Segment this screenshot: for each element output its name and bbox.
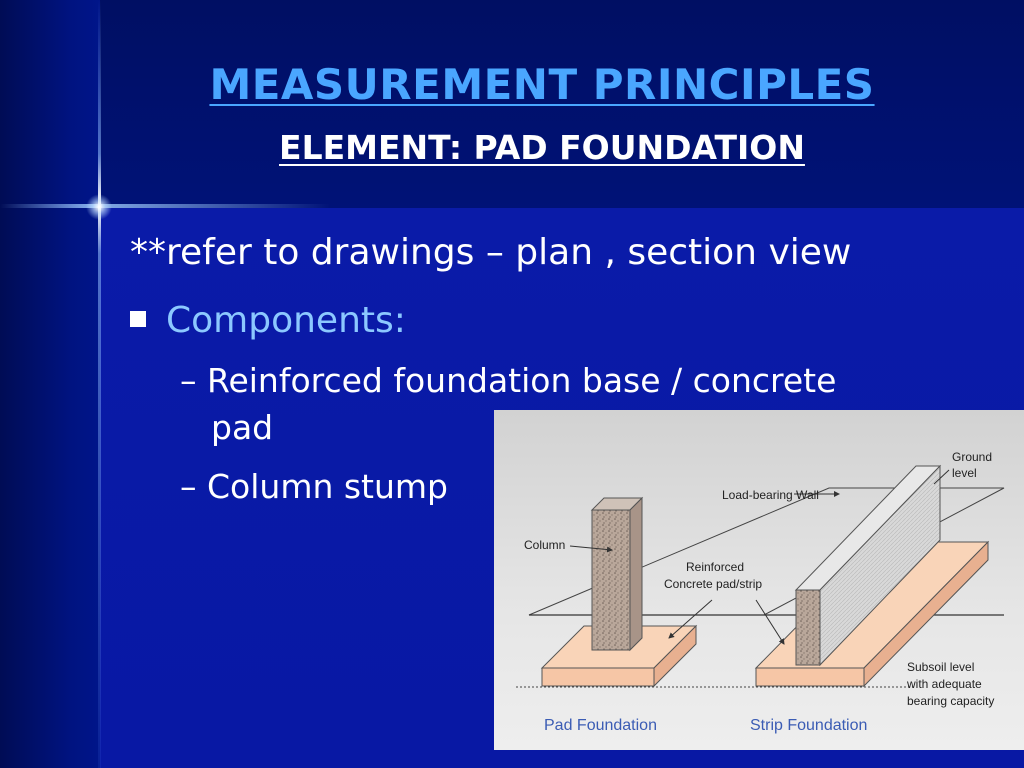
ground-level-label-2: level — [952, 466, 977, 480]
light-flare-horizontal — [0, 204, 330, 208]
components-label: Components: — [166, 300, 406, 341]
foundation-diagram-svg: Ground level Load-bearing Wall Column Re… — [516, 450, 1005, 734]
load-bearing-wall-label: Load-bearing Wall — [722, 488, 819, 502]
ground-level-label-1: Ground — [952, 450, 992, 464]
reinforced-label-1: Reinforced — [686, 560, 744, 574]
light-flare-vertical — [98, 0, 101, 768]
pad-foundation — [540, 496, 698, 688]
dash: – — [180, 361, 197, 400]
sub-item-column-stump: – Column stump — [180, 467, 448, 506]
sub-item-foundation-base-continuation: pad — [211, 408, 274, 447]
pad-foundation-caption: Pad Foundation — [544, 717, 657, 734]
sub-item-text: Reinforced foundation base / concrete — [207, 361, 837, 400]
components-bullet: Components: — [130, 300, 406, 341]
column-label: Column — [524, 538, 565, 552]
reinforced-label-2: Concrete pad/strip — [664, 577, 762, 591]
drawings-note: **refer to drawings – plan , section vie… — [130, 232, 852, 273]
square-bullet-icon — [130, 311, 146, 327]
subsoil-label-1: Subsoil level — [907, 660, 974, 674]
strip-foundation — [754, 464, 990, 688]
left-band — [0, 0, 100, 768]
sub-item-foundation-base: – Reinforced foundation base / concrete — [180, 361, 836, 400]
strip-foundation-caption: Strip Foundation — [750, 717, 867, 734]
light-flare-glow — [86, 194, 112, 220]
foundation-diagram: Ground level Load-bearing Wall Column Re… — [494, 410, 1024, 750]
subsoil-label-2: with adequate — [906, 677, 982, 691]
slide-subtitle: ELEMENT: PAD FOUNDATION — [279, 128, 805, 167]
dash: – — [180, 467, 197, 506]
header-band — [0, 0, 1024, 208]
slide-title: MEASUREMENT PRINCIPLES — [209, 60, 875, 109]
subsoil-label-3: bearing capacity — [907, 694, 994, 708]
sub-item-text: Column stump — [207, 467, 449, 506]
